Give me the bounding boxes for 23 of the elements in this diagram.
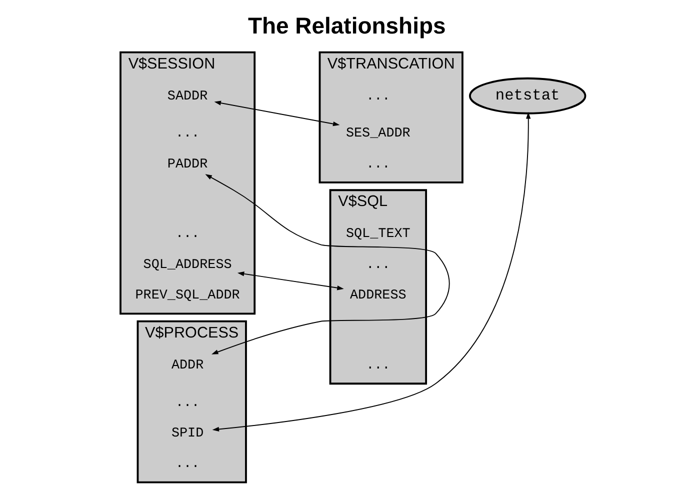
node-text: ... [366,157,390,172]
node-text: ... [175,126,200,142]
node-text: PREV_SQL_ADDR [135,288,240,304]
arrow [237,272,344,290]
node-ellipse: netstat [468,77,586,114]
arrow [212,112,531,432]
node-text: ADDRESS [350,288,406,304]
node-text: ... [175,227,200,242]
node-text: PADDR [167,157,208,172]
node-text: ... [175,396,200,411]
node-text: ... [366,89,390,104]
node-text: SES_ADDR [346,126,410,142]
diagram-title: The Relationships [248,12,446,38]
node-text: ... [366,358,390,374]
node-text: SQL_TEXT [346,227,410,242]
node-text: ... [366,258,390,273]
arrow [214,100,340,126]
node-text: ADDR [171,358,204,374]
node-text: SPID [171,426,204,442]
node-text: SADDR [167,89,208,104]
node-text: ... [175,457,200,472]
node-text: SQL_ADDRESS [143,258,232,273]
arrow [205,174,450,354]
